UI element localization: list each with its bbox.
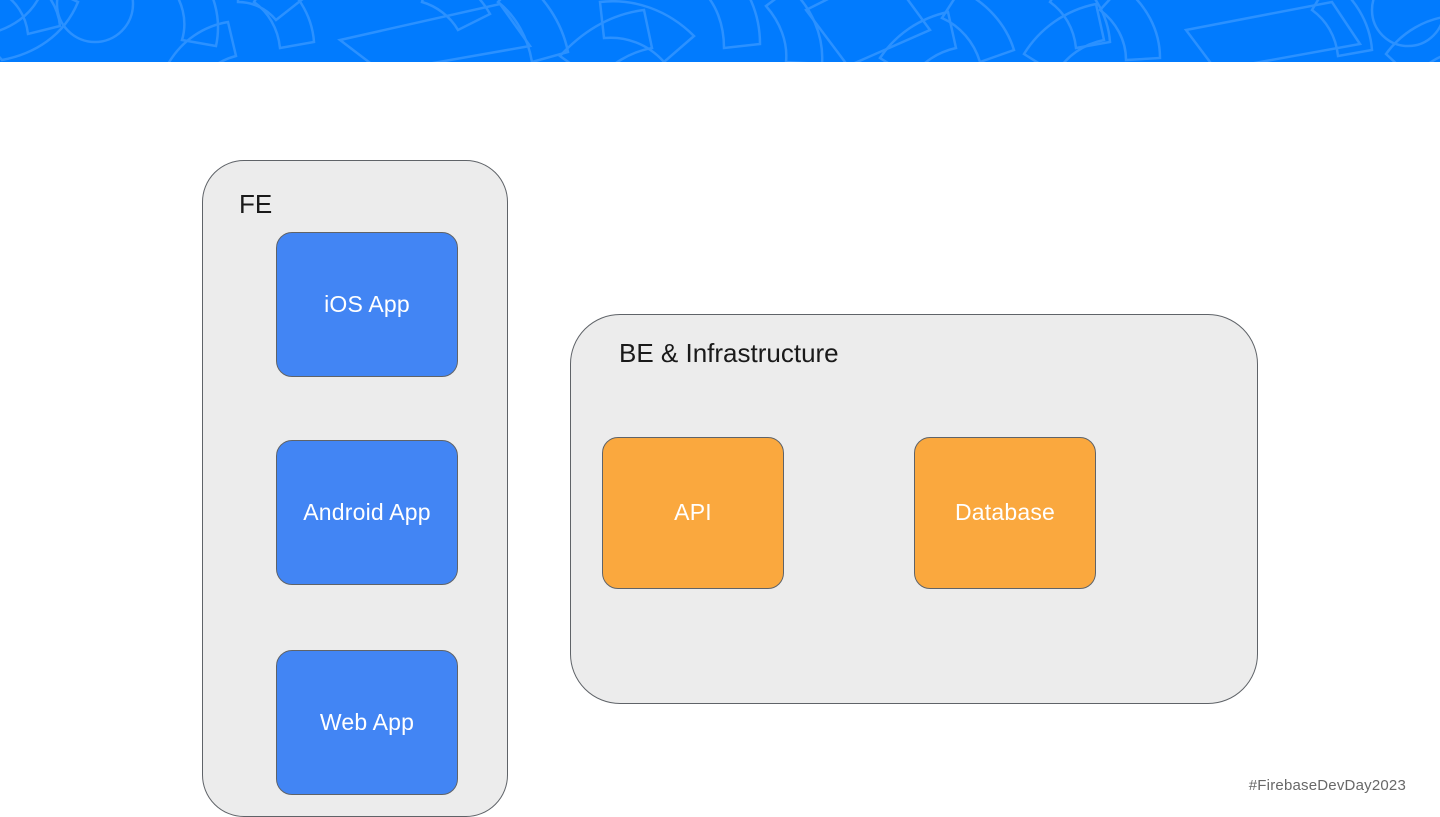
node-web-app[interactable]: Web App — [276, 650, 458, 795]
node-database[interactable]: Database — [914, 437, 1096, 589]
node-ios-app[interactable]: iOS App — [276, 232, 458, 377]
node-api[interactable]: API — [602, 437, 784, 589]
firebase-brand-banner — [0, 0, 1440, 62]
group-be-infrastructure-label: BE & Infrastructure — [619, 338, 839, 368]
footer-hashtag: #FirebaseDevDay2023 — [1248, 777, 1406, 794]
node-database-label: Database — [954, 499, 1056, 526]
node-ios-app-label: iOS App — [324, 290, 410, 317]
node-web-app-label: Web App — [319, 708, 415, 735]
banner-pattern-icon — [0, 0, 1440, 62]
slide-canvas: FE iOS App Android App Web App BE & Infr… — [0, 62, 1440, 817]
node-android-app-label: Android App — [303, 498, 431, 525]
group-fe-label: FE — [239, 189, 273, 219]
node-api-label: API — [674, 499, 712, 526]
node-android-app[interactable]: Android App — [276, 440, 458, 585]
